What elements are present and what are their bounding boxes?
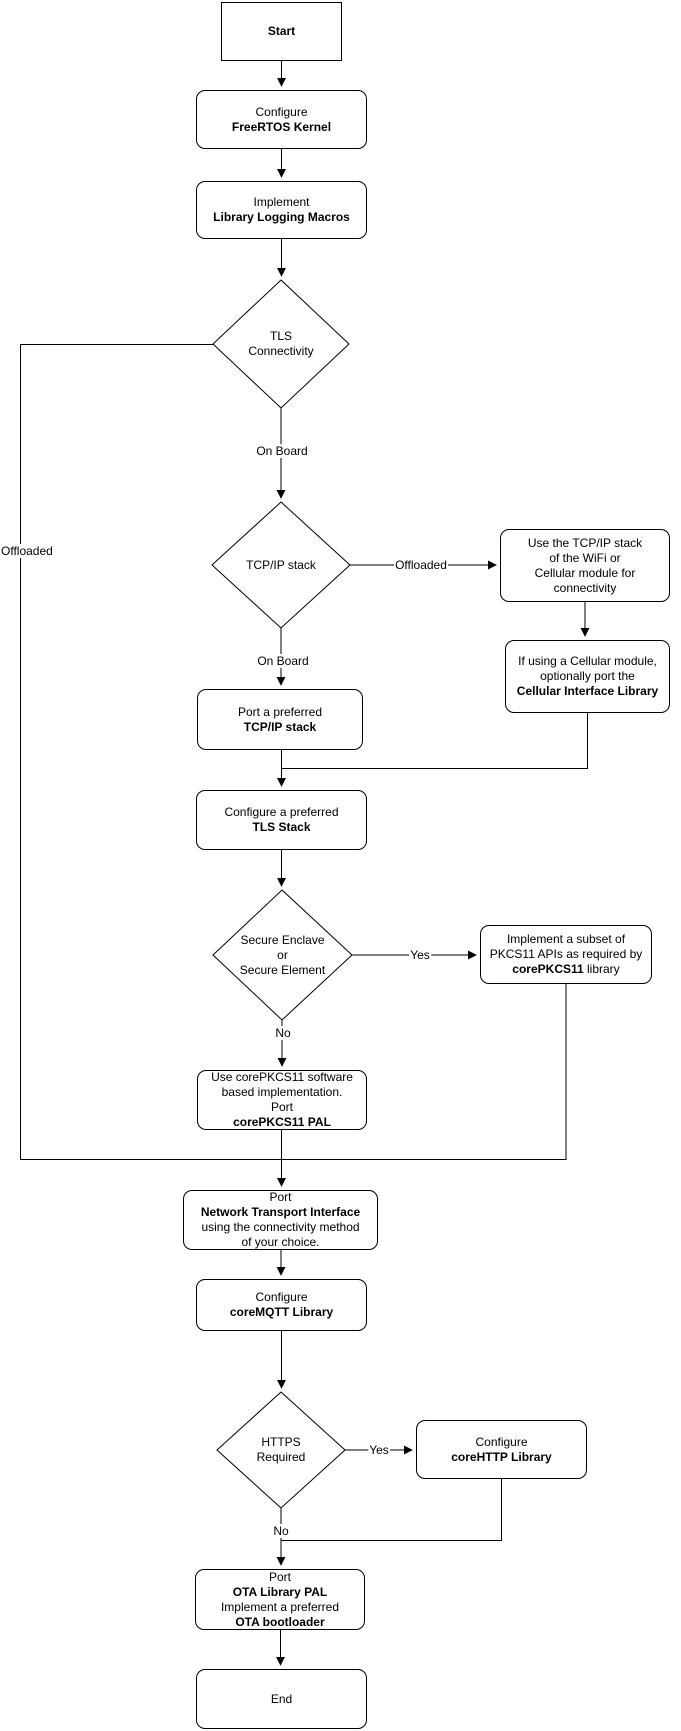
node-text-line: Port (269, 1190, 292, 1204)
node-text-line: Library Logging Macros (213, 210, 350, 224)
edge-label-https-yes: Yes (368, 1443, 390, 1457)
decision-shape-https-required (216, 1391, 346, 1509)
node-text-line: TLS Stack (252, 820, 311, 834)
edge-label-https-no: No (272, 1524, 290, 1538)
node-text-segment: corePKCS11 (512, 962, 584, 976)
edge-tls-offloaded-bypass (20, 344, 282, 1160)
edge-cellular-to-junction (281, 713, 588, 769)
node-text-line: of your choice. (241, 1235, 320, 1249)
node-text-line: optionally port the (540, 669, 635, 683)
node-text-line: Cellular Interface Library (516, 684, 659, 698)
node-text-line: OTA Library PAL (232, 1584, 328, 1599)
node-text-line: TCP/IP stack (243, 719, 317, 734)
node-text-line: Use corePKCS11 software (211, 1070, 353, 1084)
node-text-line: If using a Cellular module, (518, 654, 657, 668)
node-ota-library-pal: Port OTA Library PAL Implement a preferr… (195, 1569, 365, 1630)
node-text-line: Network Transport Interface (200, 1205, 361, 1219)
edge-corehttp-to-junction (281, 1479, 502, 1541)
node-pkcs11-apis: Implement a subset of PKCS11 APIs as req… (480, 925, 652, 984)
node-text-line: FreeRTOS Kernel (231, 119, 332, 134)
node-use-offloaded-tcpip-stack: Use the TCP/IP stack of the WiFi or Cell… (500, 529, 670, 602)
node-pkcs11-pal: Use corePKCS11 software based implementa… (197, 1070, 367, 1130)
node-text-line: Configure (255, 1290, 308, 1304)
edge-label-secure-yes: Yes (409, 948, 431, 962)
node-text-line: coreHTTP Library (451, 1449, 552, 1464)
node-port-tcpip-stack: Port a preferred TCP/IP stack (197, 689, 363, 750)
node-cellular-interface-library: If using a Cellular module, optionally p… (505, 640, 670, 713)
node-text-line: corePKCS11 library (512, 962, 619, 977)
edge-label-tcpip-offloaded: Offloaded (394, 558, 448, 572)
decision-shape-tcpip-stack (211, 501, 351, 629)
node-text-line: Implement (253, 195, 310, 209)
node-text-line: Port a preferred (237, 704, 323, 719)
edge-label-tls-offloaded: Offloaded (0, 544, 54, 558)
node-network-transport-interface: Port Network Transport Interface using t… (183, 1190, 378, 1250)
node-text-line: Port (270, 1100, 293, 1114)
node-text-line: of the WiFi or (549, 550, 621, 565)
node-text-line: PKCS11 APIs as required by (489, 947, 643, 961)
node-configure-coremqtt: Configure coreMQTT Library (196, 1279, 367, 1331)
node-text-line: corePKCS11 PAL (233, 1115, 331, 1129)
node-end: End (196, 1669, 367, 1729)
node-text-line: using the connectivity method (201, 1220, 360, 1234)
node-text-line: Implement a preferred (220, 1599, 340, 1614)
node-text-line: coreMQTT Library (229, 1305, 334, 1319)
node-text-line: Cellular module for (534, 565, 636, 580)
node-text-line: Port (268, 1569, 291, 1584)
node-configure-corehttp: Configure coreHTTP Library (416, 1420, 587, 1479)
node-text-line: Configure a preferred (224, 805, 339, 819)
node-start: Start (221, 2, 342, 61)
node-text-line: OTA bootloader (235, 1614, 325, 1629)
node-text-line: Start (267, 24, 296, 38)
node-text-segment: library (583, 962, 620, 976)
edge-label-tcpip-on-board: On Board (256, 654, 310, 668)
node-library-logging-macros: Implement Library Logging Macros (196, 181, 367, 239)
decision-shape-secure-enclave (212, 889, 353, 1021)
node-configure-freertos-kernel: Configure FreeRTOS Kernel (196, 90, 367, 149)
node-configure-tls-stack: Configure a preferred TLS Stack (196, 790, 367, 850)
node-text-line: Use the TCP/IP stack (527, 535, 643, 550)
node-text-line: End (270, 1691, 293, 1706)
edge-label-secure-no: No (274, 1026, 292, 1040)
node-text-line: Configure (475, 1434, 528, 1449)
node-text-line: based implementation. (221, 1085, 343, 1099)
node-text-line: Configure (255, 104, 308, 119)
edge-pkcs11-apis-to-junction (281, 984, 567, 1160)
edge-label-tls-on-board: On Board (255, 444, 309, 458)
node-text-line: connectivity (553, 580, 617, 595)
node-text-line: Implement a subset of (506, 932, 626, 946)
decision-shape-tls-connectivity (212, 279, 350, 409)
